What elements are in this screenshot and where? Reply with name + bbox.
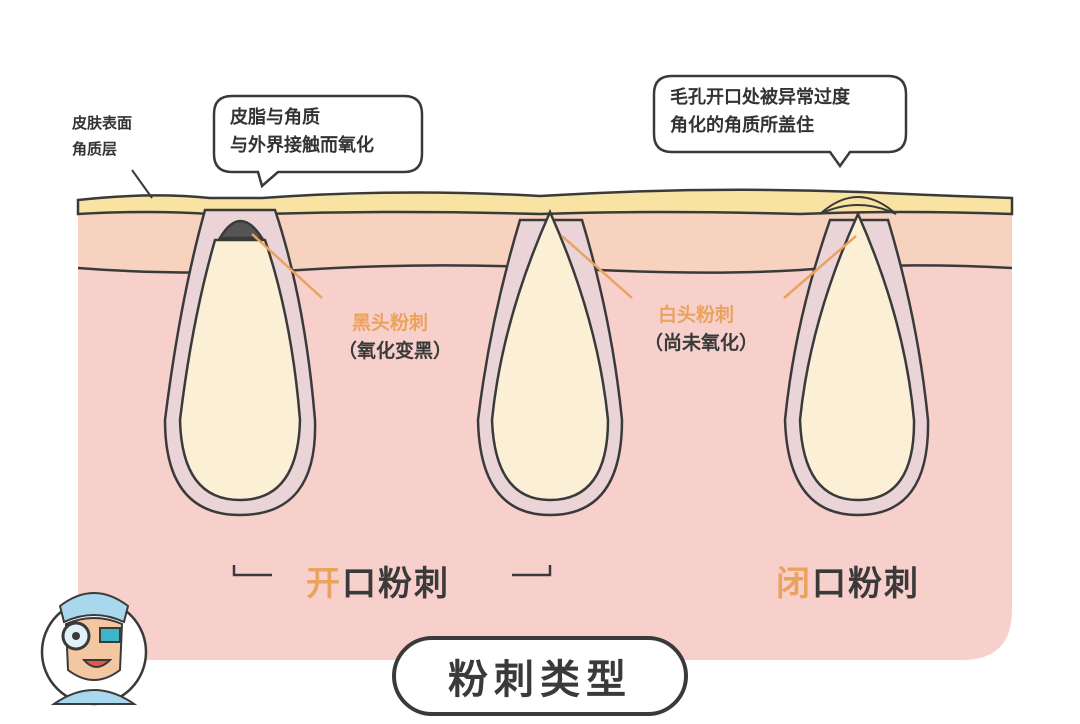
stratum-corneum <box>76 188 1014 216</box>
follicle-left-core <box>178 238 302 502</box>
closed-comedone-rest: 口粉刺 <box>812 564 920 604</box>
title-badge: 粉刺类型 <box>392 636 688 716</box>
closed-callout-text: 毛孔开口处被异常过度 角化的角质所盖住 <box>670 84 850 140</box>
open-comedone-rest: 口粉刺 <box>342 564 450 604</box>
closed-callout-bubble <box>652 74 908 169</box>
follicle-right-core <box>798 210 916 502</box>
closed-callout-line1: 毛孔开口处被异常过度 <box>670 87 850 108</box>
sebum-callout-line2: 与外界接触而氧化 <box>230 135 374 156</box>
closed-comedone-label: 闭口粉刺 <box>776 556 920 605</box>
keratin-cap <box>819 196 897 215</box>
whitehead-label: 白头粉刺 <box>657 304 734 326</box>
blackhead-label: 黑头粉刺 <box>351 312 428 334</box>
skin-surface-pointer <box>131 169 153 199</box>
page-title: 粉刺类型 <box>448 657 632 703</box>
skin-surface-label: 皮肤表面 角质层 <box>72 110 132 162</box>
whitehead-pointer-right <box>783 235 857 299</box>
closed-comedone-prefix: 闭 <box>776 564 812 604</box>
open-bracket-left <box>232 565 272 577</box>
sebum-callout-text: 皮脂与角质 与外界接触而氧化 <box>230 104 374 160</box>
skin-surface-line1: 皮肤表面 <box>72 114 133 132</box>
open-comedone-label: 开口粉刺 <box>306 556 450 605</box>
blackhead-note: （氧化变黑） <box>337 340 452 362</box>
whitehead-pointer-left <box>561 235 633 299</box>
doctor-mascot <box>40 592 148 706</box>
open-comedone-prefix: 开 <box>306 564 342 604</box>
skin-surface-line2: 角质层 <box>72 140 118 158</box>
open-bracket-right <box>512 565 552 577</box>
sebum-callout-bubble <box>212 94 424 189</box>
whitehead-note: （尚未氧化） <box>643 332 758 354</box>
sebum-callout-line1: 皮脂与角质 <box>230 107 320 128</box>
closed-callout-line2: 角化的角质所盖住 <box>670 115 814 136</box>
blackhead-pointer <box>251 233 323 299</box>
follicle-middle-core <box>490 208 610 502</box>
blackhead-plug <box>217 219 265 240</box>
